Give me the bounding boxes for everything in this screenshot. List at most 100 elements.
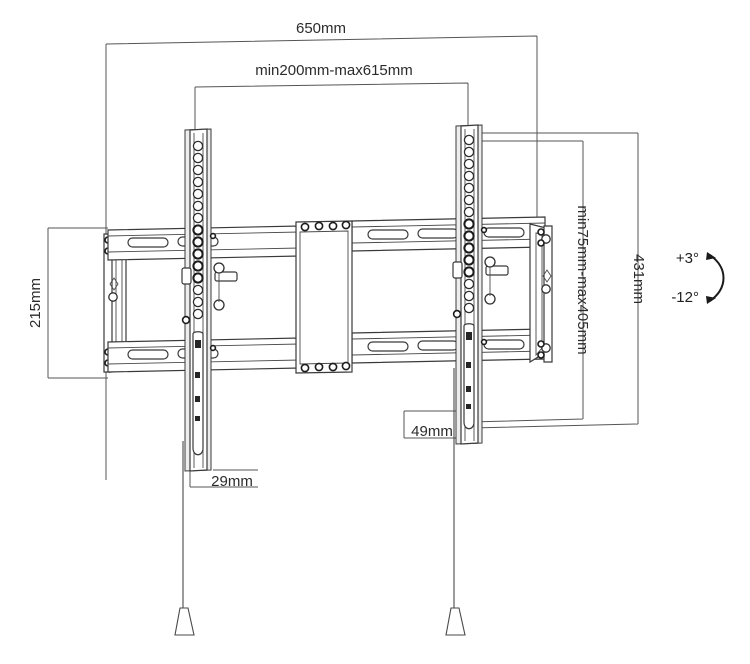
left-rail-hole-2 — [192, 152, 204, 164]
tilt-arc — [709, 254, 725, 302]
upper-right-slot-2 — [417, 228, 459, 239]
right-rail-slot-block-3 — [466, 386, 471, 392]
dimension-overall-width-label: 650mm — [296, 20, 346, 37]
right-rail-hole-5 — [463, 182, 475, 194]
left-rail-hole-6 — [192, 200, 204, 212]
dimension-overall-height: 431mm — [469, 132, 647, 429]
dimension-depth-right-label: 49mm — [411, 423, 453, 440]
left-rail-hole-3 — [192, 164, 204, 176]
right-rail-hole-8 — [463, 218, 475, 230]
left-plate-diamond-hole — [109, 277, 119, 291]
left-rail-tab-bottom — [209, 344, 217, 352]
right-plate-bolt-c — [537, 340, 545, 348]
right-rail-hole-6 — [463, 194, 475, 206]
lower-right-slot-1 — [367, 341, 409, 352]
right-rail-latch — [452, 256, 509, 305]
dimension-bracket-height: 215mm — [27, 227, 108, 379]
dimension-overall-width: 650mm — [105, 20, 538, 480]
leader-left-foot — [174, 607, 195, 636]
dimension-depth-left-label: 29mm — [211, 473, 253, 490]
center-plate-bolt-b2 — [314, 362, 324, 372]
right-rail-hole-4 — [463, 170, 475, 182]
left-rail-hole-15 — [192, 308, 204, 320]
dimension-vesa-width: min200mm-max615mm — [194, 62, 469, 431]
right-rail-hole-7 — [463, 206, 475, 218]
left-rail-slot-block-2 — [195, 372, 200, 378]
left-rail-hole-5 — [192, 188, 204, 200]
left-rail-slot-block-1 — [195, 340, 201, 348]
right-rail-hole-9 — [463, 230, 475, 242]
left-rail-slot-block-3 — [195, 396, 200, 402]
right-vertical-rail — [452, 124, 509, 445]
leader-right-foot — [445, 607, 466, 636]
right-latch-bar — [485, 265, 509, 276]
lower-rail-right-segment — [351, 328, 546, 364]
tilt-arrow-up — [706, 252, 716, 260]
left-rail-latch — [181, 262, 238, 311]
right-plate-bolt-b — [537, 239, 545, 247]
center-plate-bolt-t1 — [300, 222, 310, 232]
left-latch-bar — [214, 271, 238, 282]
leader-left — [174, 441, 195, 636]
left-rail-hole-12 — [192, 272, 204, 284]
dimension-bracket-height-label: 215mm — [27, 278, 44, 328]
dimension-vesa-height-label: min75mm-max405mm — [574, 205, 591, 354]
dimension-vesa-height: min75mm-max405mm — [469, 140, 591, 423]
center-plate — [295, 220, 353, 374]
left-rail-hole-11 — [192, 260, 204, 272]
right-rail-tab-bottom — [480, 338, 488, 346]
lower-right-slot-2 — [417, 340, 459, 351]
left-latch-knob-top — [213, 262, 225, 274]
center-plate-bolt-t3 — [328, 221, 338, 231]
lower-left-slot-1 — [127, 349, 169, 360]
right-rail-side-bolt — [452, 309, 462, 319]
left-rail-tab-top — [209, 232, 217, 240]
right-rail-hole-14 — [463, 290, 475, 302]
center-plate-bolt-t2 — [314, 221, 324, 231]
tilt-arrow-down — [706, 296, 716, 304]
center-plate-bolt-t4 — [341, 220, 351, 230]
left-vertical-rail — [181, 128, 238, 472]
right-rail-slot-block-2 — [466, 362, 471, 368]
right-rail-hole-12 — [463, 266, 475, 278]
right-plate-diamond-hole — [542, 269, 552, 283]
right-end-plate — [529, 223, 553, 364]
right-rail-tab-top — [480, 226, 488, 234]
left-rail-hole-8 — [192, 224, 204, 236]
dimension-overall-height-label: 431mm — [630, 254, 647, 304]
tilt-angle-indicator: +3° -12° — [671, 250, 725, 306]
dimension-vesa-width-label: min200mm-max615mm — [255, 62, 413, 79]
dimension-depth-left: 29mm — [189, 440, 258, 490]
left-rail-hole-14 — [192, 296, 204, 308]
right-rail-hole-13 — [463, 278, 475, 290]
left-rail-hole-9 — [192, 236, 204, 248]
left-latch-catch — [181, 267, 192, 285]
center-plate-bolt-b4 — [341, 361, 351, 371]
center-plate-bolt-b3 — [328, 362, 338, 372]
right-plate-bolt-d — [537, 351, 545, 359]
right-plate-hole-mid — [541, 284, 551, 294]
right-rail-hole-10 — [463, 242, 475, 254]
right-rail-hole-3 — [463, 158, 475, 170]
leader-right — [445, 368, 466, 636]
left-plate-hole-mid — [108, 292, 118, 302]
left-rail-slot-block-4 — [195, 416, 200, 421]
tilt-up-label: +3° — [676, 250, 699, 267]
right-latch-catch — [452, 261, 463, 279]
left-rail-lower-slot — [192, 331, 204, 456]
right-rail-hole-15 — [463, 302, 475, 314]
right-rail-hole-11 — [463, 254, 475, 266]
left-rail-hole-7 — [192, 212, 204, 224]
right-plate-bolt-a — [537, 228, 545, 236]
wall-mount-bracket — [103, 124, 553, 472]
right-rail-hole-1 — [463, 134, 475, 146]
right-rail-slot-block-4 — [466, 404, 471, 409]
right-latch-knob-top — [484, 256, 496, 268]
left-rail-hole-10 — [192, 248, 204, 260]
left-rail-hole-1 — [192, 140, 204, 152]
upper-right-slot-1 — [367, 229, 409, 240]
right-rail-hole-2 — [463, 146, 475, 158]
left-rail-hole-13 — [192, 284, 204, 296]
